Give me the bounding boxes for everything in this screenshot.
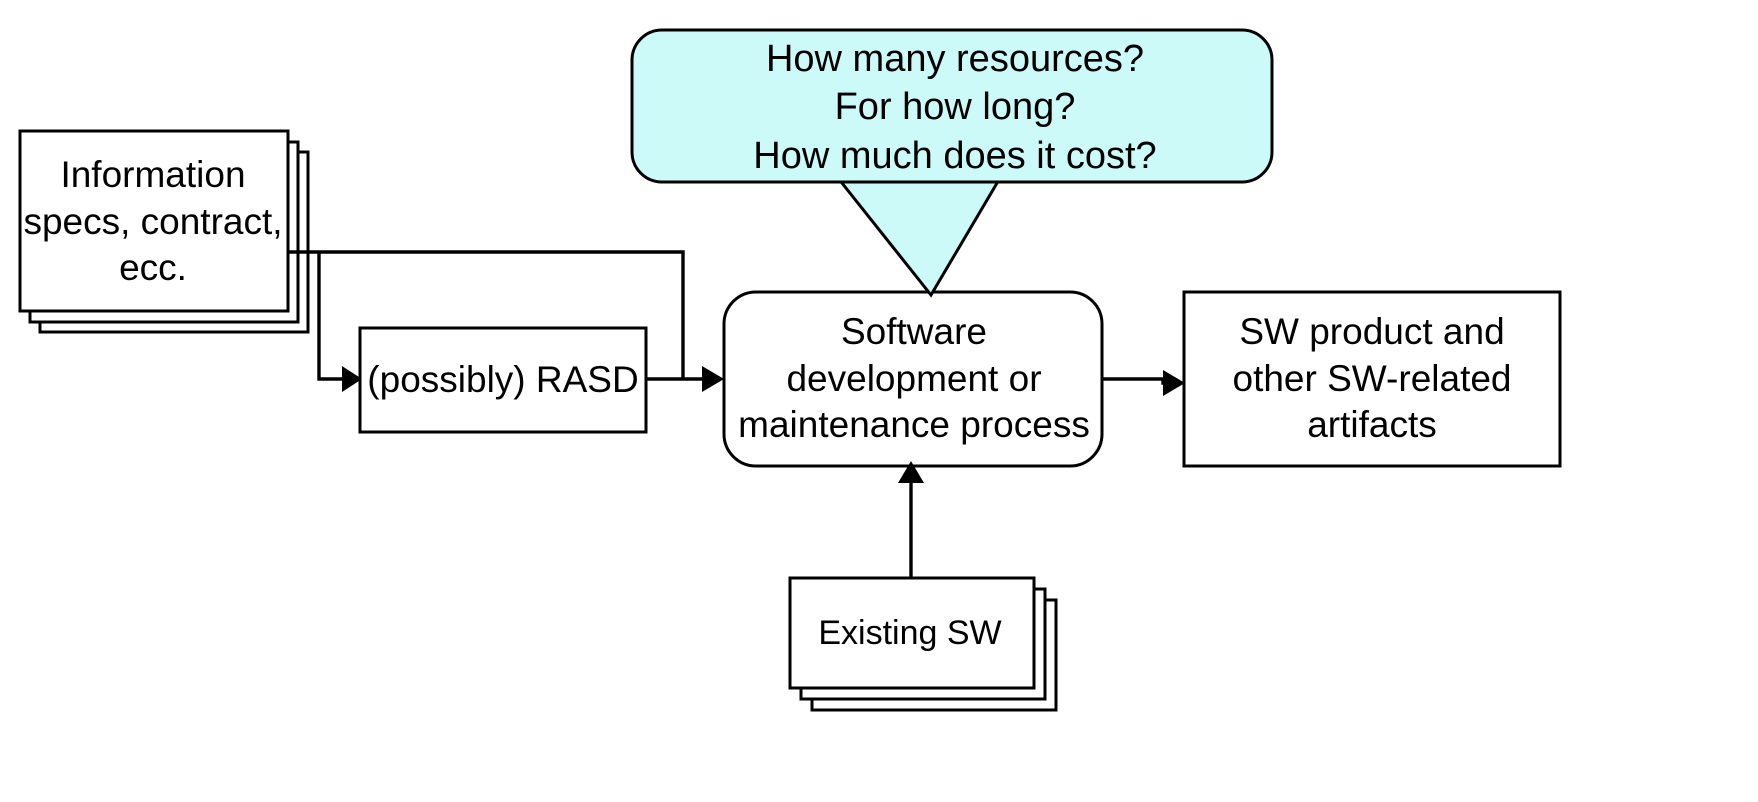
callout-body-shape (630, 28, 1274, 184)
node-rasd[interactable] (358, 326, 648, 434)
rasd-box (358, 326, 648, 434)
callout-tail (834, 176, 1003, 298)
edge-information-to-process (288, 250, 685, 379)
product-box (1182, 290, 1562, 468)
node-product[interactable] (1182, 290, 1562, 468)
arrowhead-to-product (1163, 370, 1185, 396)
callout-bubble[interactable] (630, 28, 1274, 184)
arrowhead-to-process (702, 366, 724, 392)
existing-sw-stack-layer-1 (788, 576, 1036, 690)
node-process[interactable] (722, 290, 1104, 468)
information-stack-layer-1 (18, 129, 290, 313)
process-box (722, 290, 1104, 468)
node-information[interactable] (18, 129, 310, 334)
edge-process-to-product (1102, 370, 1185, 396)
arrowhead-to-rasd (342, 366, 362, 392)
edge-rasd-to-process (646, 366, 724, 392)
node-existing-sw[interactable] (788, 576, 1058, 712)
arrowhead-to-process-bottom (898, 461, 924, 483)
edge-existingsw-to-process (898, 461, 924, 578)
edge-information-to-rasd (317, 252, 362, 392)
